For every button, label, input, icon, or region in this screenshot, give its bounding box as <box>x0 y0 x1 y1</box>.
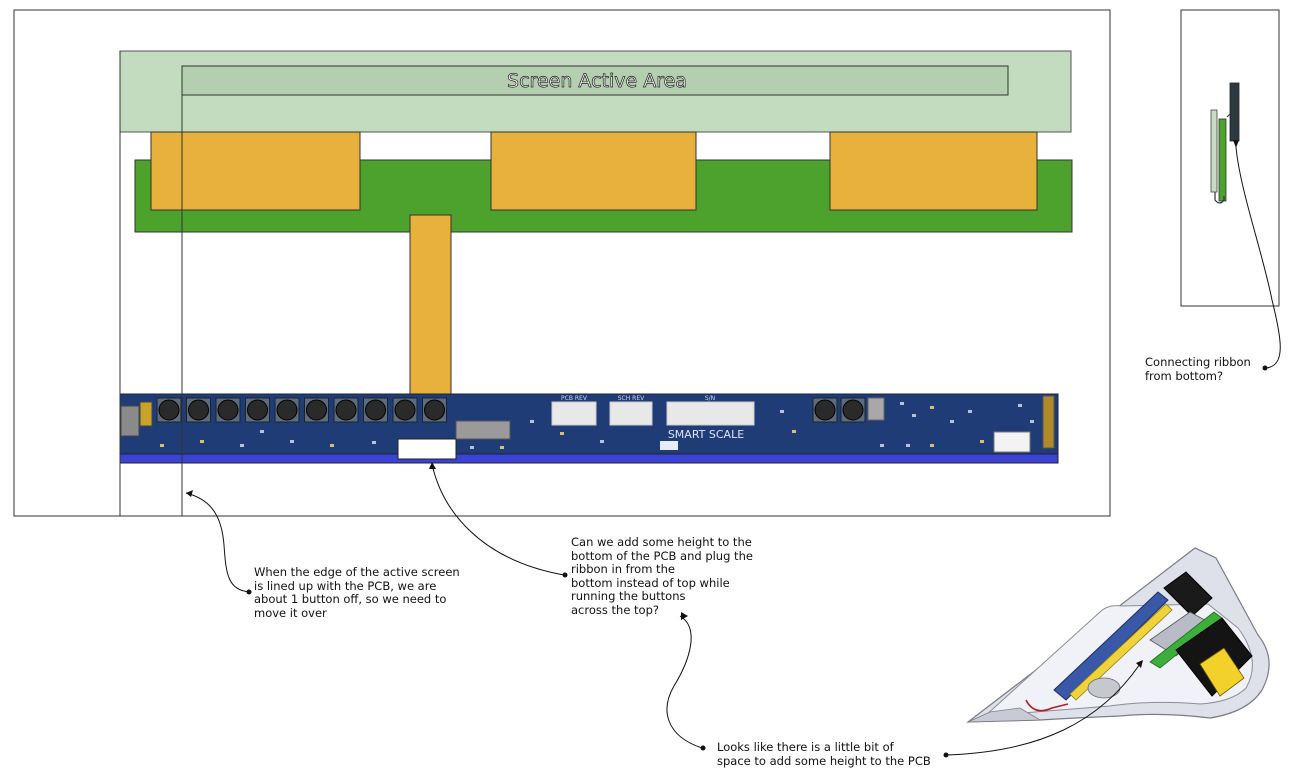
leader-ribbon-bottom <box>1235 146 1281 369</box>
serial-number-label: S/N <box>705 395 715 402</box>
tactile-button-right-2-cap <box>842 399 864 421</box>
smd-part <box>530 420 534 423</box>
smd-part <box>1018 404 1022 407</box>
tactile-button-1-cap <box>158 399 180 421</box>
enclosure-lip <box>967 707 1042 723</box>
connector-block-right <box>829 131 1038 211</box>
tactile-button-2-cap <box>188 399 209 421</box>
smd-part <box>930 444 934 447</box>
annotation-edge-alignment: When the edge of the active screen is li… <box>254 565 460 620</box>
tactile-button-9-cap <box>394 399 416 421</box>
pcb-rev-box <box>551 401 597 426</box>
tactile-button-3-cap <box>217 399 239 421</box>
leader-add-height <box>431 463 565 576</box>
smd-part <box>500 446 504 449</box>
leader-edge-alignment <box>185 492 251 593</box>
smd-part <box>950 420 954 423</box>
arrowhead-cross-section <box>1136 660 1143 668</box>
smd-components <box>160 402 1034 449</box>
sch-rev-box <box>609 401 653 426</box>
connector-block-center <box>490 131 697 211</box>
button-row-right <box>812 397 866 423</box>
leader-cross-section <box>945 663 1141 756</box>
leader-dot-ribbon-bottom <box>1262 365 1268 371</box>
side-view-main-pcb <box>1229 82 1240 142</box>
cross-section-roller <box>1087 677 1121 699</box>
smd-part <box>240 444 244 447</box>
smd-part <box>780 410 784 413</box>
serial-number-box <box>666 401 755 426</box>
pcb-brand: SMART SCALE <box>668 428 744 441</box>
cross-section-yellow-component <box>1199 647 1245 697</box>
leader-dot-edge-alignment <box>246 589 252 595</box>
leader-dot-cross-section <box>943 752 949 758</box>
smd-part <box>930 406 934 409</box>
smd-part <box>880 444 884 447</box>
enclosure-cross-section <box>966 547 1270 723</box>
smd-part <box>900 402 904 405</box>
pcb-rev-label: PCB REV <box>561 395 588 402</box>
side-view-glass <box>1210 109 1218 193</box>
arrowhead-add-height-note <box>681 612 688 620</box>
smd-part <box>372 441 376 444</box>
smd-part <box>980 440 984 443</box>
header-pins <box>1042 395 1055 449</box>
leader-dot-space-available <box>700 745 706 751</box>
smd-part <box>330 444 334 447</box>
ribbon-plug <box>397 438 457 460</box>
smd-part <box>1030 420 1034 423</box>
smd-part <box>200 440 204 443</box>
cross-section-blue-pcb <box>1053 591 1169 701</box>
tactile-button-10-cap <box>424 399 445 421</box>
button-row-left <box>156 397 447 423</box>
smd-part <box>560 432 564 435</box>
ribbon-connector <box>455 420 511 440</box>
screen-active-area-label: Screen Active Area <box>507 70 687 92</box>
cross-section-black-block <box>1163 571 1213 617</box>
tactile-button-7-cap <box>335 399 357 421</box>
cross-section-red-wire <box>1025 699 1069 712</box>
smd-part <box>792 430 796 433</box>
smd-part <box>290 440 294 443</box>
side-connector <box>120 405 140 437</box>
annotation-add-height: Can we add some height to the bottom of … <box>571 535 753 617</box>
tactile-button-8-cap <box>365 399 386 421</box>
side-view-screen-pcb <box>1218 118 1227 202</box>
logo-mark <box>660 441 678 450</box>
side-connector-detail <box>139 401 153 427</box>
smd-part <box>160 444 164 447</box>
side-view-ribbon-top <box>1226 113 1231 118</box>
smd-part <box>906 444 910 447</box>
sch-rev-label: SCH REV <box>618 395 645 402</box>
annotation-ribbon-bottom: Connecting ribbon from bottom? <box>1145 355 1251 383</box>
smd-part <box>600 440 604 443</box>
smd-part <box>260 430 264 433</box>
screen-active-area <box>181 65 1009 96</box>
white-connector <box>993 431 1031 453</box>
annotation-space-available: Looks like there is a little bit of spac… <box>717 740 931 768</box>
arrowhead-ribbon-plug <box>429 462 436 469</box>
connector-block-left <box>150 131 361 211</box>
leader-dot-add-height <box>562 572 568 578</box>
arrowhead-edge-alignment <box>186 490 193 497</box>
side-view-frame <box>1180 9 1280 307</box>
ribbon-cable <box>409 214 452 396</box>
smd-part <box>968 410 972 413</box>
tactile-button-right-1-cap <box>814 399 836 421</box>
smd-part <box>470 446 474 449</box>
leader-space-available <box>666 615 703 749</box>
cross-section-yellow-layer <box>1069 603 1173 701</box>
tactile-button-6-cap <box>306 399 327 421</box>
arrowhead-side-view <box>1233 140 1239 148</box>
dip-switches <box>867 397 885 421</box>
pcb-edge <box>119 453 1059 464</box>
tactile-button-5-cap <box>276 399 298 421</box>
tactile-button-4-cap <box>247 399 268 421</box>
smd-part <box>912 414 916 417</box>
side-view-ribbon <box>1214 192 1225 204</box>
